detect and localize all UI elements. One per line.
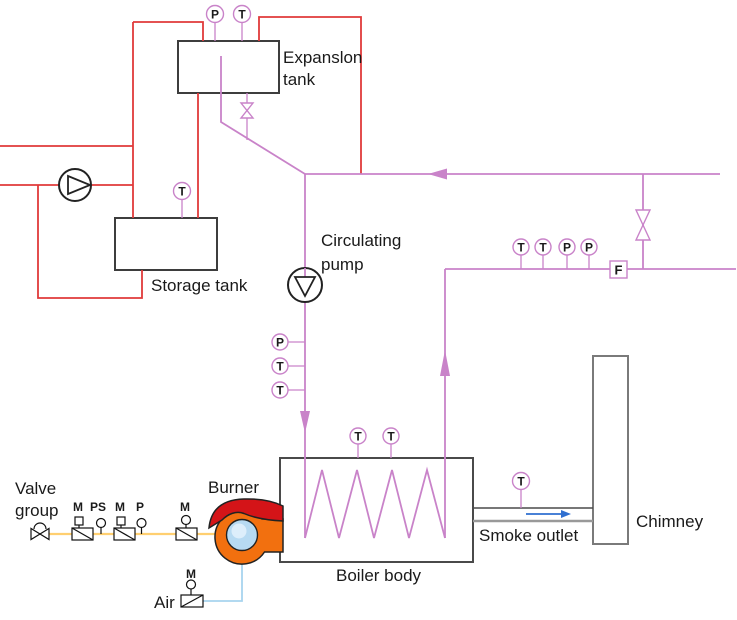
gas-sensor-p: P: [136, 500, 147, 534]
manual-gas-valve-icon: [30, 522, 50, 541]
svg-text:F: F: [615, 262, 623, 277]
temperature-sensor: T: [271, 381, 289, 399]
svg-text:M: M: [186, 567, 196, 581]
temperature-sensor: T: [349, 427, 367, 445]
svg-text:P: P: [211, 7, 219, 21]
flow-meter: F: [609, 260, 628, 279]
smoke-flow-arrowhead-icon: [561, 510, 571, 518]
boiler-body-label: Boiler body: [336, 566, 422, 585]
svg-text:M: M: [115, 500, 125, 514]
air-valve: [180, 594, 204, 608]
storage-tank: [114, 217, 218, 271]
return-valve-icon: [634, 209, 652, 241]
temperature-sensor: T: [232, 4, 252, 24]
burner-label: Burner: [208, 478, 259, 497]
transfer-pump: [58, 168, 93, 202]
heating-pipe-expansion: [220, 56, 306, 175]
flow-arrow-left-icon: [428, 168, 447, 180]
svg-text:M: M: [73, 500, 83, 514]
svg-text:T: T: [238, 7, 246, 21]
svg-text:P: P: [136, 500, 144, 514]
svg-text:T: T: [517, 240, 525, 254]
svg-text:PS: PS: [90, 500, 106, 514]
hot-pipe-bottom: [37, 185, 143, 299]
boiler-body: [279, 457, 474, 563]
svg-text:T: T: [178, 184, 186, 198]
temperature-sensor: T: [511, 471, 531, 491]
chimney-label: Chimney: [636, 512, 704, 531]
svg-text:M: M: [180, 500, 190, 514]
expansion-tank: [177, 40, 280, 94]
gas-sensor-ps: PS: [90, 500, 107, 534]
valve-group-label: Valve: [15, 479, 56, 498]
smoke-outlet-label: Smoke outlet: [479, 526, 578, 545]
gas-actuator-m2: M: [115, 500, 126, 528]
air-actuator-m: M: [185, 567, 197, 595]
storage-tank-label: Storage tank: [151, 276, 248, 295]
valve-group-label2: group: [15, 501, 58, 520]
temperature-sensor: T: [512, 238, 530, 256]
gas-valve-3: [175, 527, 198, 541]
expansion-tank-label2: tank: [283, 70, 316, 89]
flow-arrow-down-icon: [300, 411, 310, 433]
gas-valve-2: [113, 527, 136, 541]
pressure-sensor: P: [205, 4, 225, 24]
pressure-sensor: P: [271, 333, 289, 351]
hot-pipe-topright: [258, 16, 362, 174]
air-label: Air: [154, 593, 175, 612]
temperature-sensor: T: [172, 181, 192, 201]
svg-text:T: T: [354, 429, 362, 443]
svg-text:T: T: [539, 240, 547, 254]
circulating-pump-label2: pump: [321, 255, 364, 274]
air-pipe: [203, 558, 243, 602]
svg-text:P: P: [563, 240, 571, 254]
svg-text:P: P: [276, 335, 284, 349]
gas-actuator-m1: M: [73, 500, 84, 528]
svg-text:T: T: [387, 429, 395, 443]
pressure-sensor: P: [580, 238, 598, 256]
circulating-pump-label: Circulating: [321, 231, 401, 250]
temperature-sensor: T: [271, 357, 289, 375]
flow-arrow-up-icon: [440, 350, 450, 376]
temperature-sensor: T: [382, 427, 400, 445]
expansion-tank-label: Expanslon: [283, 48, 362, 67]
boiler-coil: [304, 466, 446, 539]
gas-actuator-m3: M: [180, 500, 192, 528]
hot-pipe-topleft: [133, 21, 204, 41]
svg-text:T: T: [517, 474, 525, 488]
burner-fan-core-highlight: [231, 523, 247, 539]
circulating-pump: [287, 267, 323, 303]
svg-text:T: T: [276, 359, 284, 373]
gas-valve-1: [71, 527, 94, 541]
burner: [208, 498, 284, 565]
temperature-sensor: T: [534, 238, 552, 256]
expansion-valve-icon: [239, 102, 255, 119]
svg-text:T: T: [276, 383, 284, 397]
chimney: [592, 355, 629, 545]
svg-text:P: P: [585, 240, 593, 254]
pressure-sensor: P: [558, 238, 576, 256]
